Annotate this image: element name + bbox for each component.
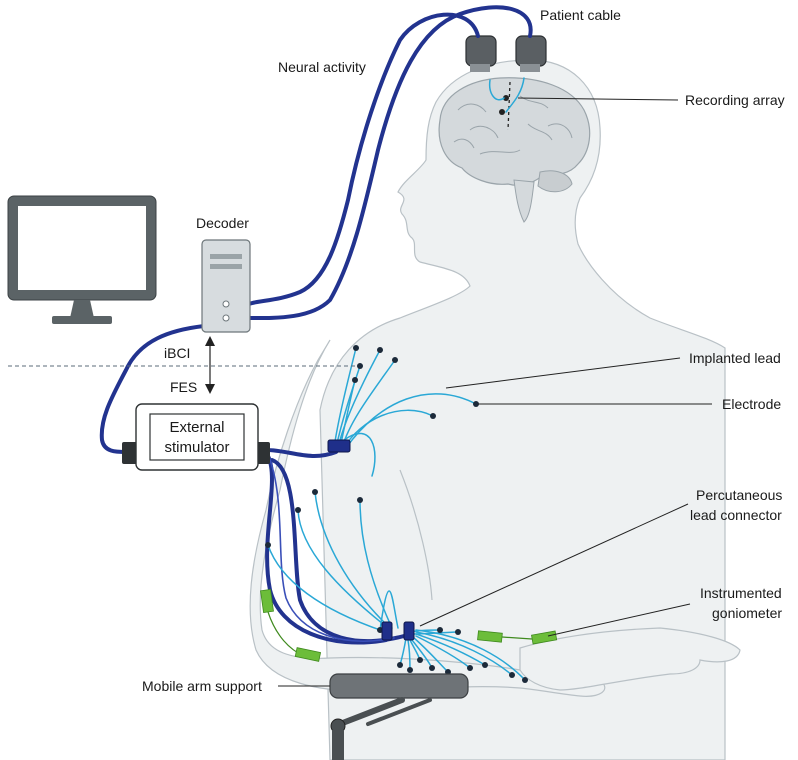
recording-array-path [507,81,511,131]
brain-stem [513,179,535,223]
label-patient-cable: Patient cable [540,7,621,23]
arm-support-trough [329,673,469,699]
label-electrode: Electrode [722,396,781,412]
hand-outline [519,627,741,691]
electrode-dot [353,345,359,351]
goniometer-wrist [477,630,558,645]
percutaneous-connector-upper [327,439,351,453]
electrode-dot [473,401,479,407]
recording-array-site-2 [499,109,505,115]
arm-support-post [332,730,344,760]
stimulator-to-arm-cable [264,448,406,645]
brain-folds [453,95,573,155]
electrode-dot [430,413,436,419]
upper-arm-inner-line [399,469,433,601]
monitor-base [52,316,112,324]
electrode-dot [429,665,435,671]
percutaneous-connector-forearm-1 [381,621,393,641]
decoder-case [201,239,251,333]
electrode-dot [522,677,528,683]
electrode-dot [509,672,515,678]
decoder-to-stimulator-cable [99,324,206,454]
patient-cable [242,5,533,321]
arm-support-link [337,697,405,727]
label-recording-array: Recording array [685,92,785,108]
cerebellum [537,170,573,193]
array-wire-1 [488,79,505,101]
label-implanted-lead: Implanted lead [689,350,781,366]
decoder-bay-1 [210,254,242,259]
recording-array-site-1 [503,95,509,101]
electrode-dot [352,377,358,383]
stimulator-label-line2: stimulator [164,439,229,456]
leader-goniometer [547,603,691,637]
label-decoder: Decoder [196,215,249,231]
label-mobile-arm-support: Mobile arm support [142,678,262,694]
label-ibci: iBCI [164,345,190,361]
electrode-dot [265,542,271,548]
electrode-dot [392,357,398,363]
label-neural-activity: Neural activity [278,59,366,75]
stimulator-face [149,413,245,461]
label-percutaneous-line1: Percutaneous [696,487,782,503]
arm-outline [249,339,606,697]
stimulator-label-line1: External [169,419,224,436]
patient-cable-right [242,5,533,321]
percutaneous-connector-forearm-2 [403,621,415,641]
electrode-dot [357,363,363,369]
label-percutaneous-line2: lead connector [690,507,782,523]
electrode-dot [357,497,363,503]
leader-lines [278,97,712,687]
leader-percutaneous [419,503,689,627]
electrode-dot [397,662,403,668]
electrode-dot [312,489,318,495]
decoder-led-2 [222,314,230,322]
electrode-dot [295,507,301,513]
monitor-screen [18,206,146,290]
electrode-dot [407,667,413,673]
label-fes: FES [170,379,197,395]
array-wire-2 [505,77,525,113]
electrode-dot [482,662,488,668]
body-silhouette [249,59,741,760]
decoder-led-1 [222,300,230,308]
electrode-dot [417,657,423,663]
brain [438,77,591,223]
pedestal-left [465,35,497,72]
decoder-bay-2 [210,264,242,269]
electrode-dot [467,665,473,671]
electrode-dot [377,347,383,353]
decoder-tower [201,239,251,333]
label-goniometer-line1: Instrumented [700,585,782,601]
arm-support-link-2 [366,698,432,726]
leader-recording-array [517,97,679,101]
leader-implanted-lead [445,357,681,389]
monitor-neck [70,300,94,318]
label-goniometer-line2: goniometer [712,605,782,621]
goniometer-elbow [260,588,322,662]
bidirectional-arrow [205,336,215,394]
patient-cable-left [242,12,480,308]
electrode-dot [455,629,461,635]
electrode-dot [437,627,443,633]
mobile-arm-support [329,673,469,760]
head-torso-outline [319,59,726,760]
stimulator-jack-left [122,442,138,464]
external-stimulator: External stimulator [122,403,270,471]
monitor [7,195,157,324]
